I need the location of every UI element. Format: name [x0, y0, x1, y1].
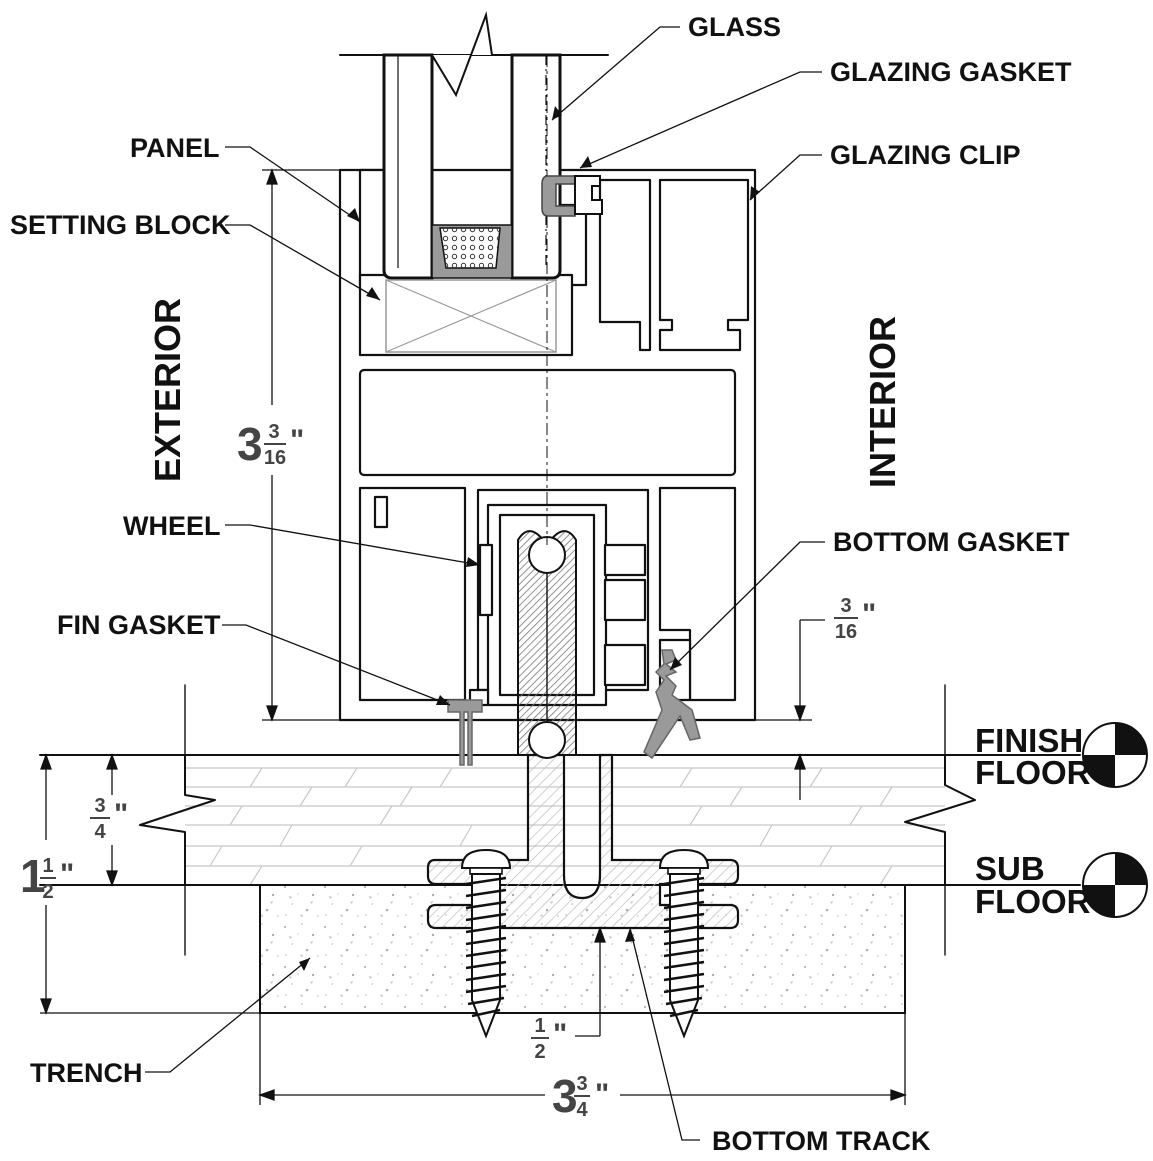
label-sub-floor: FLOOR: [975, 883, 1091, 920]
screw-right: [658, 848, 710, 1039]
label-exterior: EXTERIOR: [147, 298, 188, 482]
screw-left: [460, 848, 512, 1039]
sub-floor-symbol: [1082, 852, 1148, 918]
dim-panel-height-whole: 3: [237, 418, 263, 470]
dim-track-base: 1 2 ": [531, 1015, 567, 1063]
label-finish-floor: FLOOR: [975, 754, 1091, 791]
dim-finish-num: 3: [94, 795, 105, 817]
dim-track-num: 1: [534, 1015, 545, 1037]
leader-lines: [145, 26, 825, 1141]
label-glazing-clip: GLAZING CLIP: [830, 140, 1021, 170]
glazing-gasket: [541, 175, 603, 217]
dim-trench-whole: 3: [552, 1070, 578, 1122]
dim-gap: 3 16 ": [834, 595, 876, 643]
label-sub: SUB: [975, 850, 1045, 887]
dimension-lines: [40, 168, 907, 1105]
dim-track-unit: ": [553, 1018, 567, 1051]
leader-arrows: [299, 106, 760, 971]
dim-panel-height-num: 3: [268, 421, 279, 443]
label-trench: TRENCH: [30, 1058, 143, 1088]
setting-block: [385, 279, 557, 353]
dim-trench-den: 4: [576, 1099, 588, 1121]
dim-total-num: 1: [42, 855, 53, 877]
label-finish: FINISH: [975, 722, 1083, 759]
dim-finish-unit: ": [114, 798, 128, 831]
label-setting-block: SETTING BLOCK: [10, 210, 231, 240]
dim-total-whole: 1: [20, 850, 46, 902]
label-panel: PANEL: [130, 133, 220, 163]
dim-panel-height: 3 3 16 ": [237, 418, 304, 470]
dim-trench-num: 3: [576, 1073, 587, 1095]
label-interior: INTERIOR: [862, 316, 903, 488]
dim-total-unit: ": [60, 858, 74, 891]
label-bottom-gasket: BOTTOM GASKET: [833, 527, 1070, 557]
label-wheel: WHEEL: [123, 511, 221, 541]
dim-panel-height-den: 16: [264, 447, 286, 469]
bottom-gasket: [643, 649, 701, 760]
dim-gap-den: 16: [835, 621, 857, 643]
dim-trench-unit: ": [595, 1078, 609, 1111]
label-glass: GLASS: [688, 12, 781, 42]
dim-track-den: 2: [534, 1041, 545, 1063]
dim-gap-unit: ": [862, 598, 876, 631]
finish-floor-symbol: [1082, 722, 1148, 788]
label-bottom-track: BOTTOM TRACK: [712, 1126, 931, 1156]
dim-panel-height-unit: ": [290, 424, 304, 457]
dim-trench-width: 3 3 4 ": [552, 1070, 609, 1122]
wheel: [517, 530, 577, 759]
fin-gasket: [447, 699, 483, 766]
dim-total-depth: 1 1 2 ": [20, 850, 74, 903]
label-glazing-gasket: GLAZING GASKET: [830, 57, 1072, 87]
dim-gap-num: 3: [840, 595, 851, 617]
bottom-track: [426, 753, 740, 930]
dim-total-den: 2: [42, 881, 53, 903]
dim-finish-thick: 3 4 ": [90, 795, 128, 843]
dim-finish-den: 4: [94, 821, 106, 843]
glass-unit: [339, 11, 609, 280]
label-fin-gasket: FIN GASKET: [57, 610, 221, 640]
